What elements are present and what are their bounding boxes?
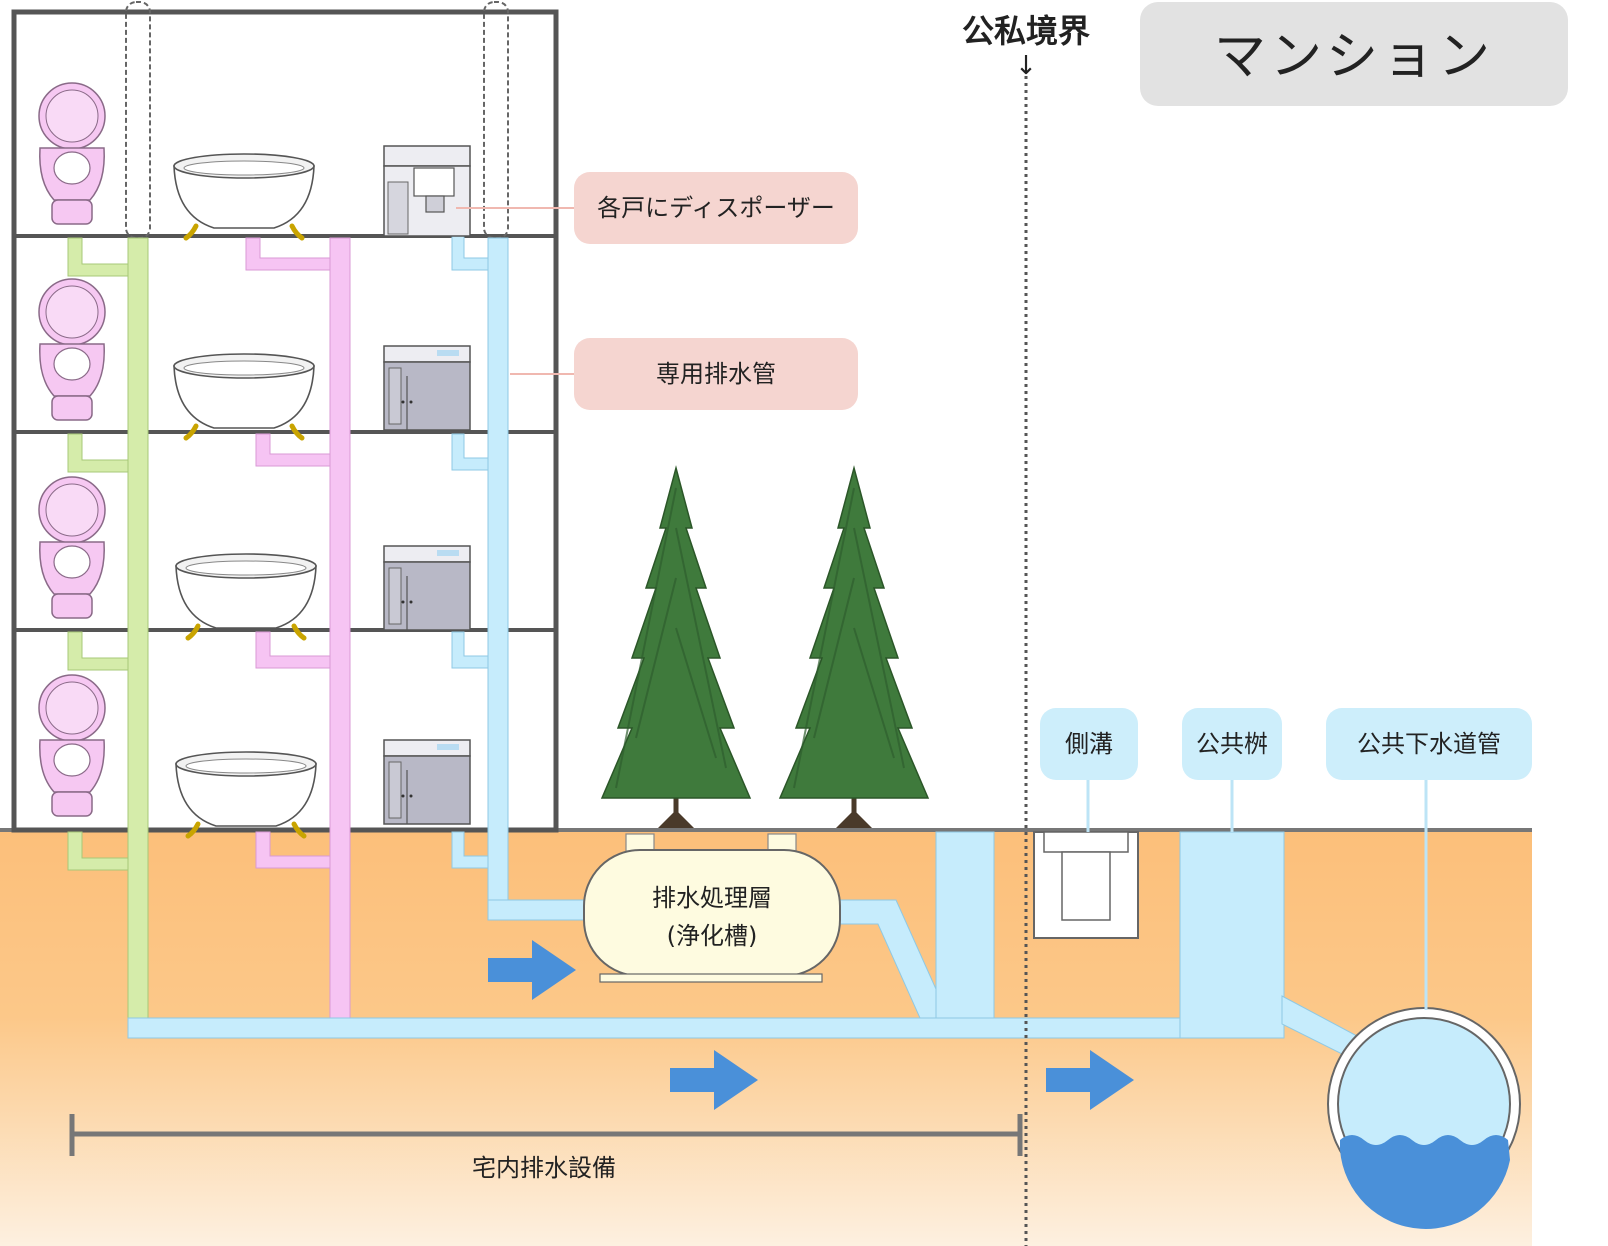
callout-dedicated-pipe-text: 専用排水管 <box>656 360 776 388</box>
sink-cabinet-icon <box>383 545 471 631</box>
trees <box>602 468 928 828</box>
span-measure: 宅内排水設備 <box>69 1114 1023 1182</box>
title-badge: マンション <box>1140 2 1568 106</box>
callout-public-basin-text: 公共桝 <box>1196 730 1268 758</box>
tree-icon <box>602 468 750 828</box>
callout-public-sewer-text: 公共下水道管 <box>1357 730 1501 758</box>
sewer-pipe-icon <box>1327 1007 1521 1229</box>
tank-label-line2: (浄化槽) <box>667 922 758 950</box>
sink-cabinets <box>383 145 471 825</box>
callout-disposer: 各戸にディスポーザー <box>456 172 858 244</box>
callout-public-basin: 公共桝 <box>1182 708 1282 832</box>
sink-cabinet-icon <box>383 739 471 825</box>
bath-drain-pipe <box>245 237 351 1019</box>
page-title: マンション <box>1214 27 1494 87</box>
callout-dedicated-pipe: 専用排水管 <box>510 338 858 410</box>
sink-cabinet-icon <box>383 345 471 431</box>
gutter <box>1033 831 1139 939</box>
bathtub-icon <box>174 154 314 238</box>
bathtub-icon <box>174 354 314 438</box>
tank-label-line1: 排水処理層 <box>652 884 772 912</box>
boundary-label: 公私境界 <box>962 12 1090 50</box>
boundary-arrow: ↓ <box>1015 51 1037 81</box>
callout-gutter: 側溝 <box>1040 708 1138 832</box>
bathtub-icon <box>176 752 316 836</box>
callout-disposer-text: 各戸にディスポーザー <box>597 194 835 222</box>
boundary: 公私境界 ↓ <box>962 12 1090 1246</box>
bathtub-icon <box>176 554 316 638</box>
callout-gutter-text: 側溝 <box>1065 730 1113 758</box>
disposer-sink-icon <box>383 145 471 237</box>
callout-public-sewer: 公共下水道管 <box>1326 708 1532 1010</box>
septic-tank: 排水処理層 (浄化槽) <box>583 833 841 983</box>
toilet-drain-pipe <box>67 237 149 1019</box>
dedicated-drain-pipe <box>127 205 1373 1065</box>
tree-icon <box>780 468 928 828</box>
span-label: 宅内排水設備 <box>472 1154 616 1182</box>
